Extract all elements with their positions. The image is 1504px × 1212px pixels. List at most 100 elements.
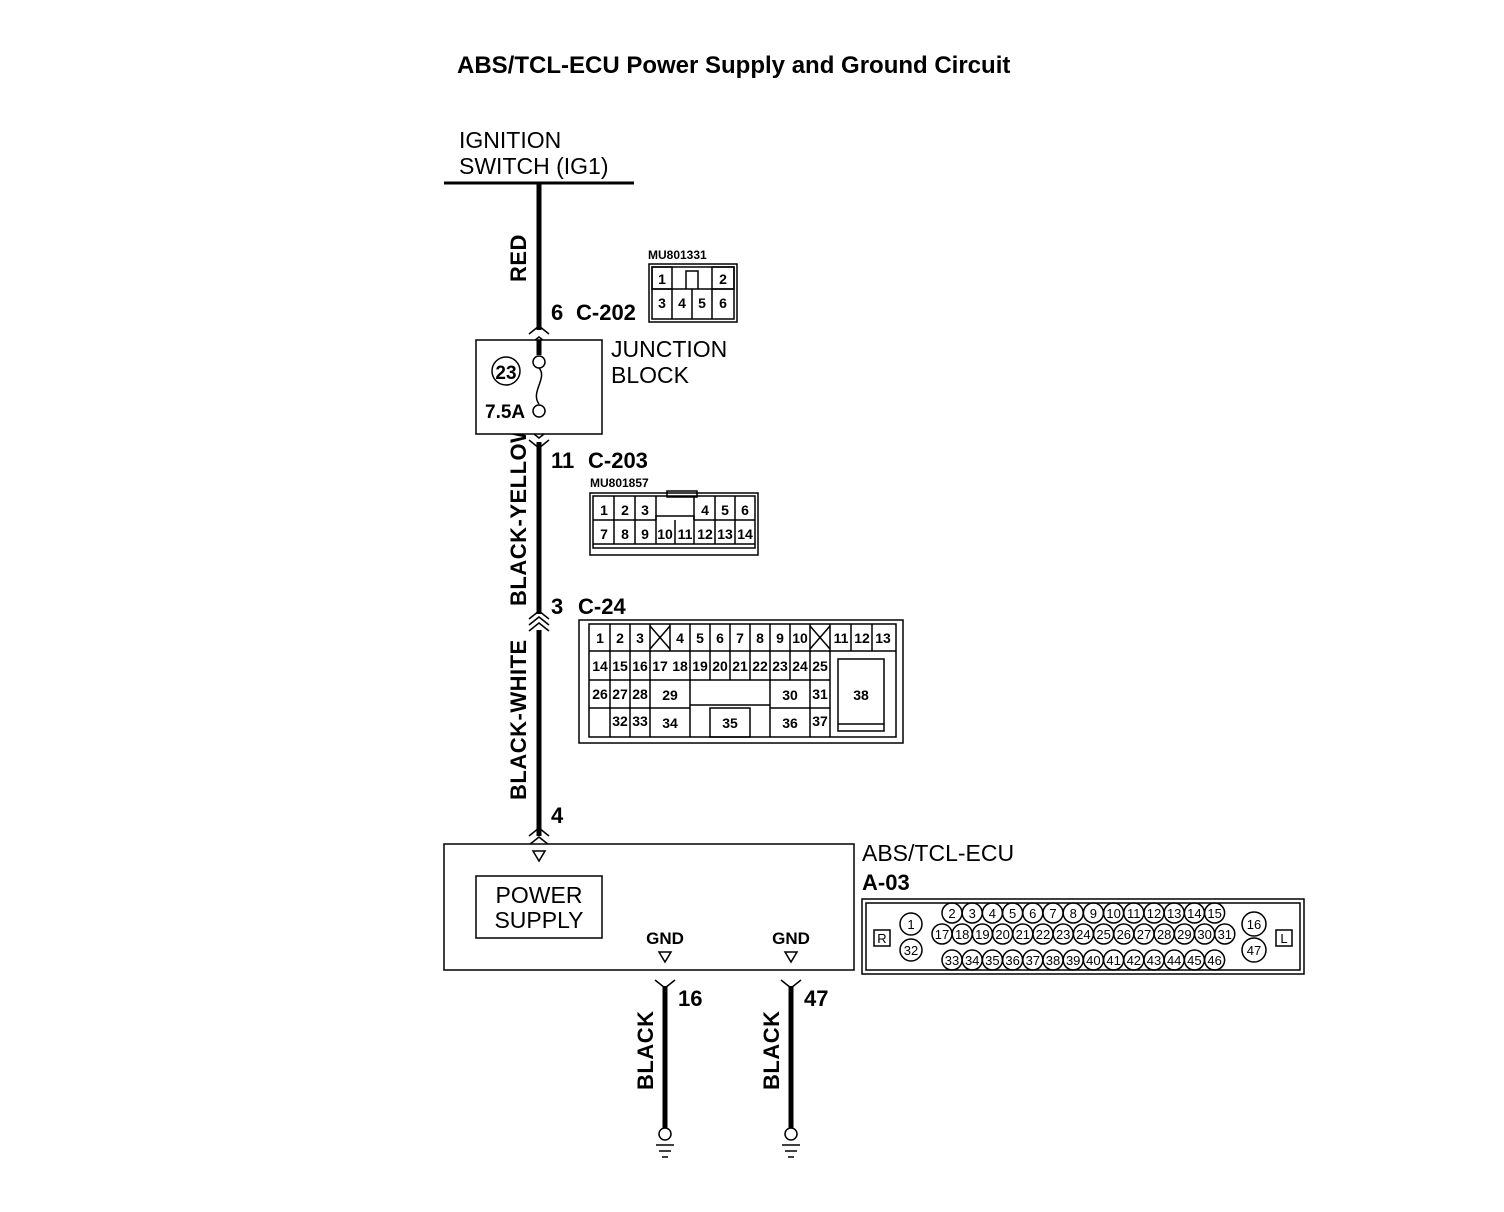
c202-pin-number: 6 [551, 300, 563, 325]
c203-pin: 6 [741, 502, 749, 518]
ecu-pin-number: 47 [1247, 943, 1261, 958]
c203-pin: 13 [717, 526, 733, 542]
ecu-pin-number: 3 [969, 906, 976, 921]
ecu-pin-number: 41 [1106, 953, 1120, 968]
ecu-pin-number: 1 [907, 917, 914, 932]
ground-symbol [782, 1127, 800, 1158]
c202-connector-face [648, 263, 738, 323]
c24-pin: 33 [632, 713, 648, 729]
ecu-pin-number: 31 [1218, 927, 1232, 942]
power-supply-label-line1: POWER [496, 882, 583, 908]
c24-pin: 37 [812, 713, 828, 729]
ecu-pin-number: 35 [985, 953, 999, 968]
ecu-pin-number: 28 [1157, 927, 1171, 942]
ecu-pin-circle [1203, 902, 1226, 924]
c203-pin: 4 [701, 502, 709, 518]
c203-connector-face [589, 490, 759, 556]
c203-pin: 3 [641, 502, 649, 518]
ecu-pin-number: 12 [1147, 906, 1161, 921]
c203-pin-number: 11 [551, 448, 574, 473]
c24-pin: 7 [736, 630, 744, 646]
c24-pin: 19 [692, 658, 708, 674]
ecu-name-label: ABS/TCL-ECU [862, 840, 1014, 866]
gnd-arrow-1 [657, 951, 673, 964]
ecu-pin-circle [1203, 949, 1226, 971]
ecu-pin-number: 9 [1090, 906, 1097, 921]
c203-pin: 1 [600, 502, 608, 518]
ecu-pin-number: 21 [1016, 927, 1030, 942]
c202-pin: 4 [678, 295, 686, 311]
c24-pin: 25 [812, 658, 828, 674]
c24-pin: 38 [853, 687, 869, 703]
c24-pin-number: 3 [551, 594, 563, 619]
connector-symbol-ecu-4 [528, 827, 550, 846]
c202-pin: 6 [719, 295, 727, 311]
connector-symbol-c24 [528, 610, 550, 632]
ecu-pin-number: 45 [1187, 953, 1201, 968]
c24-pin: 22 [752, 658, 768, 674]
ecu-input-arrow [531, 850, 547, 863]
c24-pin: 4 [676, 630, 684, 646]
side-marker-right-label: L [1280, 931, 1287, 946]
ecu-pin-number: 14 [1187, 906, 1201, 921]
c24-pin: 30 [782, 687, 798, 703]
c24-pin: 21 [732, 658, 748, 674]
c203-pin: 10 [657, 526, 673, 542]
c24-pin: 6 [716, 630, 724, 646]
ignition-label-line1: IGNITION [459, 127, 561, 153]
c24-pin: 32 [612, 713, 628, 729]
gnd-pin-number-47: 47 [804, 986, 828, 1011]
ecu-pin-number: 39 [1066, 953, 1080, 968]
power-supply-box [475, 875, 603, 939]
ecu-pin-number: 26 [1117, 927, 1131, 942]
ecu-pin-circle [899, 912, 923, 936]
ecu-pin-number: 15 [1207, 906, 1221, 921]
c24-name: C-24 [578, 594, 626, 619]
ecu-pin-number: 27 [1137, 927, 1151, 942]
c203-pin: 11 [678, 526, 693, 542]
c24-pin: 23 [772, 658, 788, 674]
c203-pin: 14 [737, 526, 753, 542]
c24-pin: 8 [756, 630, 764, 646]
wire-label-black-gnd2: BLACK [759, 1011, 784, 1091]
c202-pin: 3 [658, 295, 666, 311]
c24-pin: 20 [712, 658, 728, 674]
fuse-number: 23 [495, 363, 516, 384]
ecu-pin-number: 30 [1197, 927, 1211, 942]
ecu-pin-number: 13 [1167, 906, 1181, 921]
ecu-pin-number: 6 [1029, 906, 1036, 921]
c24-pin: 10 [792, 630, 808, 646]
c203-pin: 12 [697, 526, 713, 542]
ecu-pin-number: 42 [1127, 953, 1141, 968]
fuse-rating: 7.5A [485, 402, 525, 423]
gnd-label-2: GND [772, 929, 810, 948]
ecu-pin-number: 34 [965, 953, 979, 968]
c24-pin: 9 [776, 630, 784, 646]
c24-pin: 11 [834, 630, 849, 646]
ecu-pin-number: 24 [1076, 927, 1090, 942]
ecu-pin-number: 18 [955, 927, 969, 942]
junction-label-line2: BLOCK [611, 362, 690, 388]
ecu-pin-number: 33 [945, 953, 959, 968]
c24-pin: 34 [662, 715, 678, 731]
ecu-pin-number: 36 [1005, 953, 1019, 968]
gnd-label-1: GND [646, 929, 684, 948]
c24-pin: 13 [875, 630, 891, 646]
ignition-label-line2: SWITCH (IG1) [459, 153, 609, 179]
gnd-pin-number-16: 16 [678, 986, 702, 1011]
ecu-power-pin-number: 4 [551, 803, 564, 828]
c203-pin: 7 [600, 526, 608, 542]
c202-pin: 5 [698, 295, 706, 311]
wire-label-red: RED [506, 234, 531, 282]
ecu-pin-number: 8 [1070, 906, 1077, 921]
wire-label-black-yellow: BLACK-YELLOW [506, 422, 531, 606]
ecu-pin-number: 40 [1086, 953, 1100, 968]
ecu-pin-number: 2 [948, 906, 955, 921]
c24-pin: 36 [782, 715, 798, 731]
ecu-pin-number: 38 [1046, 953, 1060, 968]
ground-symbol [656, 1127, 674, 1158]
ecu-pin-number: 25 [1096, 927, 1110, 942]
ecu-pin-number: 4 [989, 906, 996, 921]
